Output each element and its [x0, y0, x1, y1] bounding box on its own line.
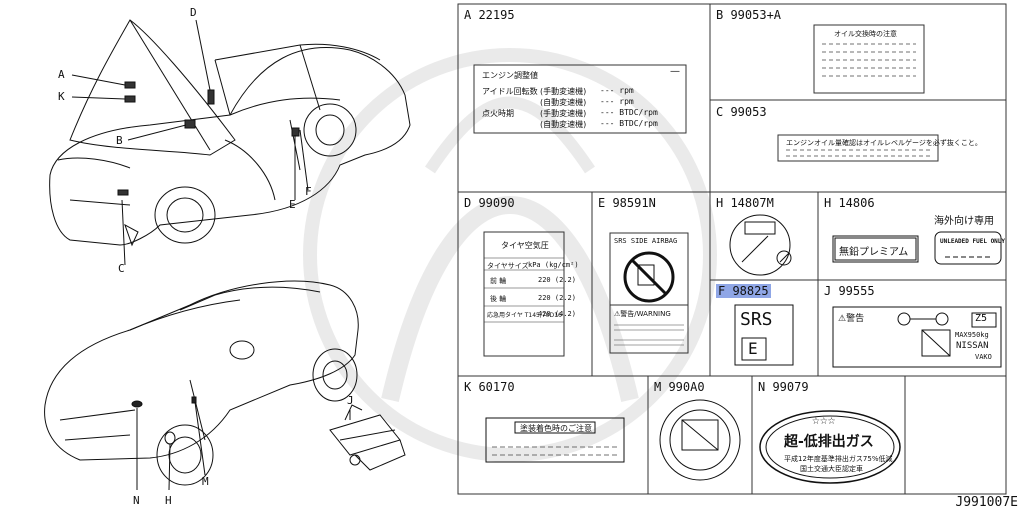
cell-d-title: タイヤ空気圧: [501, 241, 549, 250]
callout-n: N: [133, 494, 140, 507]
cell-e-title: SRS SIDE AIRBAG: [614, 237, 678, 245]
cell-d-rear-val: 220 (2.2): [538, 294, 576, 302]
cell-n-sub1: 平成12年度基準排出ガス75%低減: [784, 455, 893, 463]
cell-f-code: F 98825: [716, 284, 771, 298]
cell-a-row4-value: --- BTDC/rpm: [600, 119, 658, 128]
cell-a-row1-value: --- rpm: [600, 86, 634, 95]
cell-n-sub2: 国土交通大臣認定車: [800, 465, 863, 473]
cell-n-code: N 99079: [758, 380, 809, 394]
cell-d-unit: kPa (kg/cm²): [528, 261, 579, 269]
cell-f-srs-e: E: [748, 339, 758, 358]
callout-m: M: [202, 475, 209, 488]
cell-a-dash: —: [670, 66, 680, 77]
cell-a-row2-value: --- rpm: [600, 97, 634, 106]
cell-f-srs: SRS: [740, 309, 773, 330]
cell-d-spare: 応急用タイヤ T145/70D16: [487, 312, 562, 319]
callout-h: H: [165, 494, 172, 507]
callout-e: E: [289, 198, 296, 211]
cell-d-rear: 後 輪: [490, 295, 507, 303]
cell-a-row3-mode: (手動変速機): [540, 109, 587, 118]
cell-a-row4-mode: (自動変速機): [540, 120, 587, 129]
cell-c-code: C 99053: [716, 105, 767, 119]
cell-h2-caption: 海外向け専用: [934, 216, 994, 227]
cell-e-warning: ⚠警告/WARNING: [614, 310, 671, 318]
diagram-id: J991007E: [955, 495, 1018, 510]
cell-j-code: J 99555: [824, 284, 875, 298]
cell-a-row3-value: --- BTDC/rpm: [600, 108, 658, 117]
callout-a: A: [58, 68, 65, 81]
cell-j-z5: Z5: [975, 313, 988, 324]
cell-a-title: エンジン調整値: [482, 71, 538, 80]
cell-k-code: K 60170: [464, 380, 515, 394]
cell-d-size-label: タイヤサイズ: [487, 262, 529, 270]
cell-h2-code: H 14806: [824, 196, 875, 210]
cell-h2-right-label: UNLEADED FUEL ONLY: [940, 238, 1006, 245]
cell-j-warn: ⚠警告: [838, 314, 865, 324]
cell-a-row1-mode: (手動変速機): [540, 87, 587, 96]
cell-a-row2-mode: (自動変速機): [540, 98, 587, 107]
cell-d-front-val: 220 (2.2): [538, 276, 576, 284]
cell-a-row1-label: アイドル回転数: [482, 87, 538, 96]
cell-b-title: オイル交換時の注意: [834, 30, 897, 38]
callout-b: B: [116, 134, 123, 147]
cell-e-code: E 98591N: [598, 196, 656, 210]
cell-a-row3-label: 点火時期: [482, 109, 514, 118]
callout-c: C: [118, 262, 125, 275]
cell-a-code: A 22195: [464, 8, 515, 22]
cell-d-code: D 99090: [464, 196, 515, 210]
callout-d: D: [190, 6, 197, 19]
cell-j-max: MAX950kg: [955, 331, 989, 339]
callout-j: J: [347, 394, 354, 407]
callout-k: K: [58, 90, 65, 103]
cell-m-code: M 990A0: [654, 380, 705, 394]
cell-d-front: 前 輪: [490, 277, 507, 285]
cell-d-spare-val: 420 (4.2): [538, 310, 576, 318]
cell-h1-code: H 14807M: [716, 196, 774, 210]
cell-j-brand: NISSAN: [956, 341, 989, 351]
cell-b-code: B 99053+A: [716, 8, 782, 22]
cell-c-text: エンジンオイル量確認はオイルレベルゲージを必ず抜くこと。: [786, 139, 982, 147]
cell-h2-left-label: 無鉛プレミアム: [839, 247, 909, 258]
cell-n-stars: ☆☆☆: [812, 413, 836, 428]
cell-n-main: 超-低排出ガス: [784, 434, 874, 450]
cell-j-maker: VAKO: [975, 353, 992, 361]
cell-k-title: 塗装着色時のご注意: [520, 424, 592, 433]
cell-f-code-text: F 98825: [716, 284, 771, 298]
car-illustrations: [44, 19, 411, 491]
callout-f: F: [305, 185, 312, 198]
